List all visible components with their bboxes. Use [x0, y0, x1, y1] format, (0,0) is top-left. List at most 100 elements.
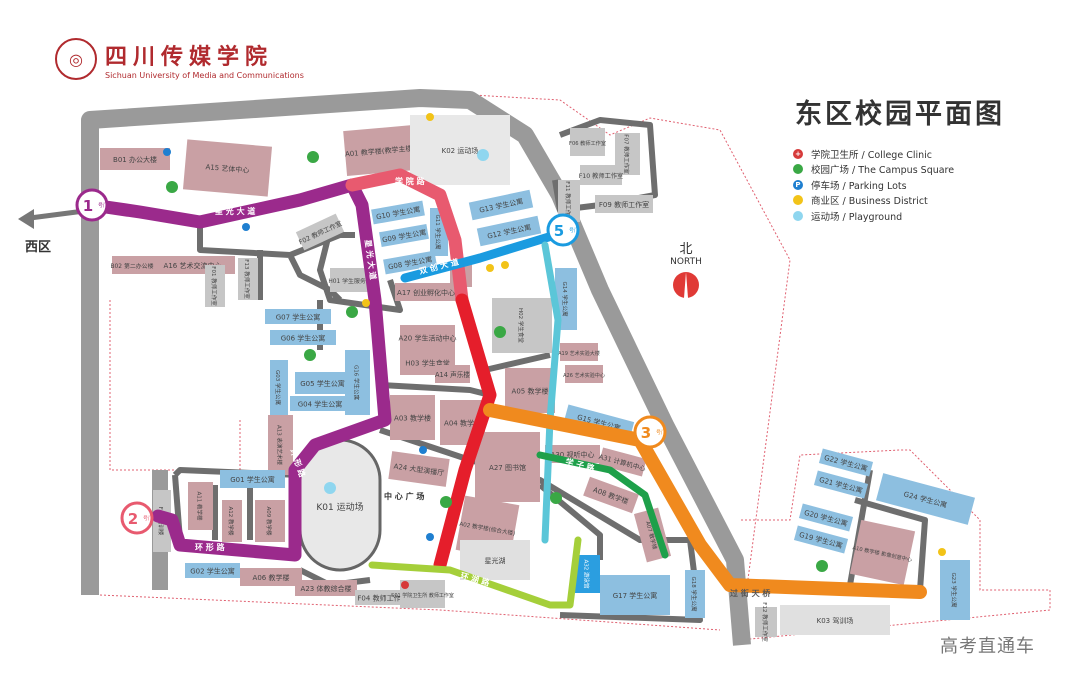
road-label: 星 光 大 道 — [215, 206, 255, 216]
building-g18[interactable]: G18 学生公寓 — [685, 570, 705, 618]
building-g03[interactable]: G03 学生公寓 — [270, 360, 288, 415]
building-b01[interactable]: B01 办公大楼 — [100, 148, 170, 170]
building-k02[interactable]: K02 运动场 — [410, 115, 510, 185]
building-a09[interactable]: A09 教学楼 — [255, 500, 285, 542]
building-g05[interactable]: G05 学生公寓 — [295, 372, 350, 394]
building-lake[interactable]: 星光湖 — [460, 540, 530, 580]
building-shape — [295, 372, 350, 394]
building-g01[interactable]: G01 学生公寓 — [220, 470, 285, 488]
building-shape — [205, 265, 225, 307]
building-a03[interactable]: A03 教学楼 — [390, 395, 435, 440]
business-icon — [501, 261, 509, 269]
building-shape — [182, 139, 273, 197]
campus-boundary-west — [109, 300, 241, 471]
building-a27[interactable]: A27 图书馆 — [475, 432, 540, 502]
playground-icon — [324, 482, 336, 494]
building-a08[interactable]: A08 教学楼 — [583, 476, 639, 514]
square-icon — [440, 496, 452, 508]
square-label: 中 心 广 场 — [384, 491, 424, 501]
building-f12[interactable]: F12 教师工作室 — [755, 602, 777, 642]
building-a13[interactable]: A13 表演艺术楼 — [268, 415, 293, 475]
building-g20[interactable]: G20 学生公寓 — [798, 503, 854, 532]
building-label: A16 艺术交流中心 — [164, 261, 222, 270]
legend-item-square: 校园广场 / The Campus Square — [793, 162, 954, 178]
building-g02[interactable]: G02 学生公寓 — [185, 563, 240, 578]
building-a11[interactable]: A11 教学楼 — [188, 482, 213, 530]
building-g21[interactable]: G21 学生公寓 — [813, 470, 869, 499]
building-g24[interactable]: G24 学生公寓 — [875, 473, 976, 525]
building-label: A12 教学楼 — [227, 506, 235, 536]
building-label: F04 教师工作室 — [357, 594, 407, 603]
gate-number: 5 — [554, 222, 564, 240]
building-a23[interactable]: A23 体教综合楼 — [295, 580, 357, 596]
building-label: G07 学生公寓 — [276, 313, 321, 322]
building-a12[interactable]: A12 教学楼 — [222, 500, 242, 542]
building-label: F11 教师工作室 — [564, 181, 572, 221]
building-label: B02 第二办公楼 — [111, 262, 154, 270]
building-shape — [560, 343, 598, 361]
business-icon — [362, 299, 370, 307]
building-label: G03 学生公寓 — [274, 370, 282, 406]
building-label: A19 艺术实验大楼 — [558, 350, 600, 357]
building-g10[interactable]: G10 学生公寓 — [371, 200, 425, 225]
building-shape — [371, 200, 425, 225]
building-h02[interactable]: H02 学生食堂 — [492, 298, 552, 353]
building-g13[interactable]: G13 学生公寓 — [468, 189, 534, 221]
building-g04[interactable]: G04 学生公寓 — [290, 396, 350, 411]
building-k03[interactable]: K03 驾训场 — [780, 605, 890, 635]
building-a14[interactable]: A14 声乐楼 — [435, 365, 470, 383]
building-g17[interactable]: G17 学生公寓 — [600, 575, 670, 615]
parking-icon — [426, 533, 434, 541]
building-f09[interactable]: F09 教师工作室 — [595, 195, 653, 213]
building-h01[interactable]: H01 学生服务楼 — [328, 268, 372, 292]
building-shape — [475, 432, 540, 502]
building-a17[interactable]: A17 创业孵化中心 — [395, 283, 457, 301]
building-a19[interactable]: A19 艺术实验大楼 — [558, 343, 600, 361]
building-g08[interactable]: G08 学生公寓 — [383, 250, 437, 275]
route-xuezi — [536, 451, 669, 559]
building-label: A04 教学楼 — [444, 419, 481, 428]
building-g19[interactable]: G19 学生公寓 — [793, 525, 849, 554]
building-a15[interactable]: A15 艺体中心 — [182, 139, 273, 197]
building-b02[interactable]: B02 第二办公楼 — [111, 256, 154, 274]
building-a06[interactable]: A06 教学楼 — [240, 568, 302, 586]
building-shape — [875, 473, 976, 525]
building-shape — [583, 476, 639, 514]
building-f11[interactable]: F11 教师工作室 — [558, 180, 580, 222]
building-f01[interactable]: F01 教师工作室 — [205, 265, 225, 307]
building-f04[interactable]: F04 教师工作室 — [355, 590, 410, 605]
gate-suffix: 号门 — [98, 202, 108, 209]
route-orange — [483, 403, 927, 599]
building-a26[interactable]: A26 艺术实验中心 — [563, 365, 605, 383]
playground-icon — [477, 149, 489, 161]
building-f06[interactable]: F06 教师工作室 — [569, 128, 606, 156]
business-icon — [938, 548, 946, 556]
building-g07[interactable]: G07 学生公寓 — [265, 309, 331, 324]
building-g23[interactable]: G23 学生公寓 — [940, 560, 970, 620]
building-g12[interactable]: G12 学生公寓 — [476, 215, 542, 247]
building-label: A11 教学楼 — [196, 491, 204, 521]
building-a32[interactable]: A32 游泳馆 — [575, 555, 600, 593]
building-shape — [849, 519, 916, 586]
building-g09[interactable]: G09 学生公寓 — [379, 223, 429, 248]
building-a05[interactable]: A05 教学楼 — [505, 368, 555, 413]
building-shape — [220, 470, 285, 488]
building-f13[interactable]: F13 教师工作室 — [238, 258, 258, 300]
building-s01[interactable]: S01 学院卫生所 教师工作室 — [391, 580, 454, 608]
building-a10[interactable]: A10 教学楼 影像创意中心 — [847, 519, 918, 586]
building-label: A30 视听中心 — [551, 450, 595, 459]
building-a01[interactable]: A01 教学楼(教学主楼) — [343, 125, 417, 176]
building-a20[interactable]: A20 学生活动中心 — [399, 325, 457, 350]
building-a24[interactable]: A24 大型演播厅 — [388, 451, 450, 487]
building-shape — [813, 470, 869, 499]
building-shape — [798, 503, 854, 532]
legend-label: 运动场 / Playground — [811, 211, 903, 223]
building-shape — [505, 368, 555, 413]
building-f10[interactable]: F10 教师工作室 — [579, 165, 624, 185]
building-g06[interactable]: G06 学生公寓 — [270, 330, 336, 345]
